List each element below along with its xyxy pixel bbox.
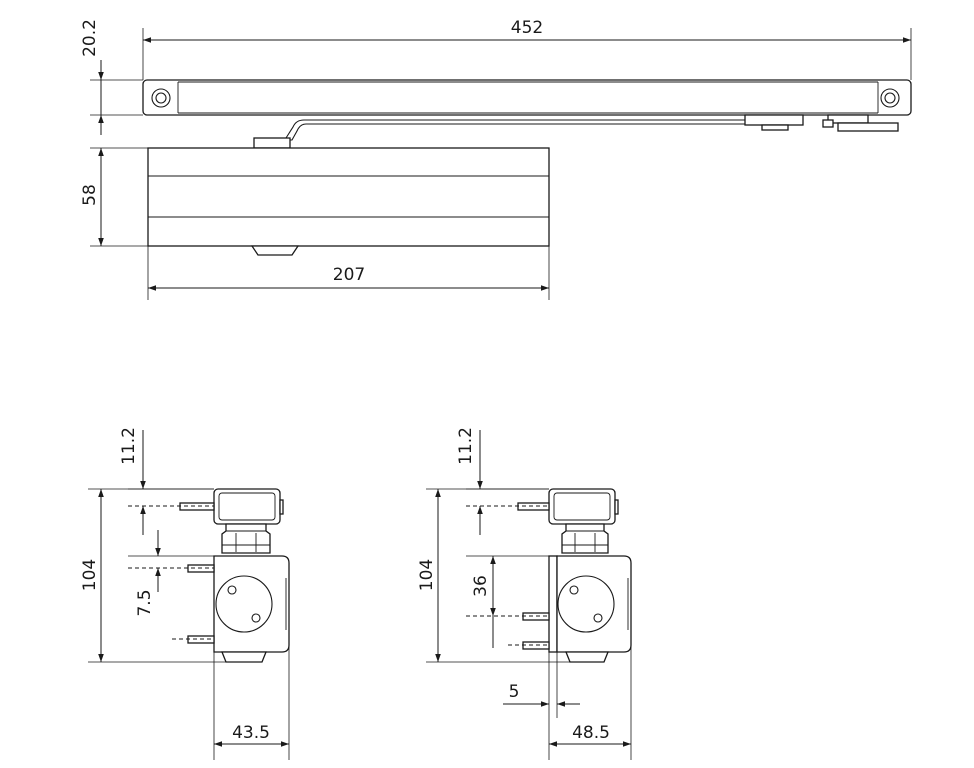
- body-section: [213, 555, 290, 653]
- mounting-plate: [548, 555, 558, 653]
- dim-label-7-5: 7.5: [135, 589, 155, 616]
- dimension-plate-thickness: 5: [503, 652, 580, 760]
- dimension-arm-height: 20.2: [80, 19, 143, 135]
- closer-body: [147, 147, 550, 256]
- dim-label-20-2: 20.2: [80, 19, 100, 57]
- dimension-arm-offset-left: 11.2: [119, 427, 214, 535]
- dimension-axle-offset: 7.5: [128, 530, 214, 617]
- spindle: [221, 523, 271, 554]
- dimension-depth-left: 43.5: [213, 645, 290, 760]
- dimension-height-left: 104: [80, 488, 226, 663]
- dim-label-58: 58: [80, 184, 100, 206]
- front-view: 452 20.2 58 207: [80, 18, 912, 300]
- dim-label-36: 36: [471, 575, 491, 597]
- dim-label-43-5: 43.5: [232, 723, 270, 743]
- body-section: [556, 555, 632, 653]
- dimension-depth-right: 48.5: [549, 645, 632, 760]
- slide-arm: [253, 114, 899, 149]
- dim-label-452: 452: [511, 18, 543, 38]
- dim-label-104-right: 104: [417, 559, 437, 591]
- dim-label-104-left: 104: [80, 559, 100, 591]
- dimension-plate-height: 36: [466, 555, 549, 648]
- dim-label-48-5: 48.5: [572, 723, 610, 743]
- dimension-body-height: 58: [80, 147, 148, 247]
- dim-label-11-2-right: 11.2: [456, 427, 476, 465]
- arm-head: [213, 488, 281, 525]
- dimension-height-right: 104: [417, 488, 570, 663]
- spindle: [561, 523, 609, 554]
- dimension-body-length: 207: [147, 246, 550, 300]
- side-view-right: 11.2 104 36 5 48.5: [417, 427, 632, 760]
- arm-head: [548, 488, 616, 525]
- body-bore-icon: [215, 575, 273, 633]
- dim-label-207: 207: [333, 265, 365, 285]
- rail-screw-left-icon: [151, 88, 171, 108]
- dimension-arm-length: 452: [142, 18, 912, 80]
- dim-label-5: 5: [509, 682, 520, 702]
- dim-label-11-2-left: 11.2: [119, 427, 139, 465]
- slide-rail: [142, 79, 912, 116]
- side-view-left: 11.2 104 7.5 43.5: [80, 427, 290, 760]
- dimension-arm-offset-right: 11.2: [456, 427, 549, 535]
- rail-screw-right-icon: [880, 88, 900, 108]
- body-bore-icon: [557, 575, 615, 633]
